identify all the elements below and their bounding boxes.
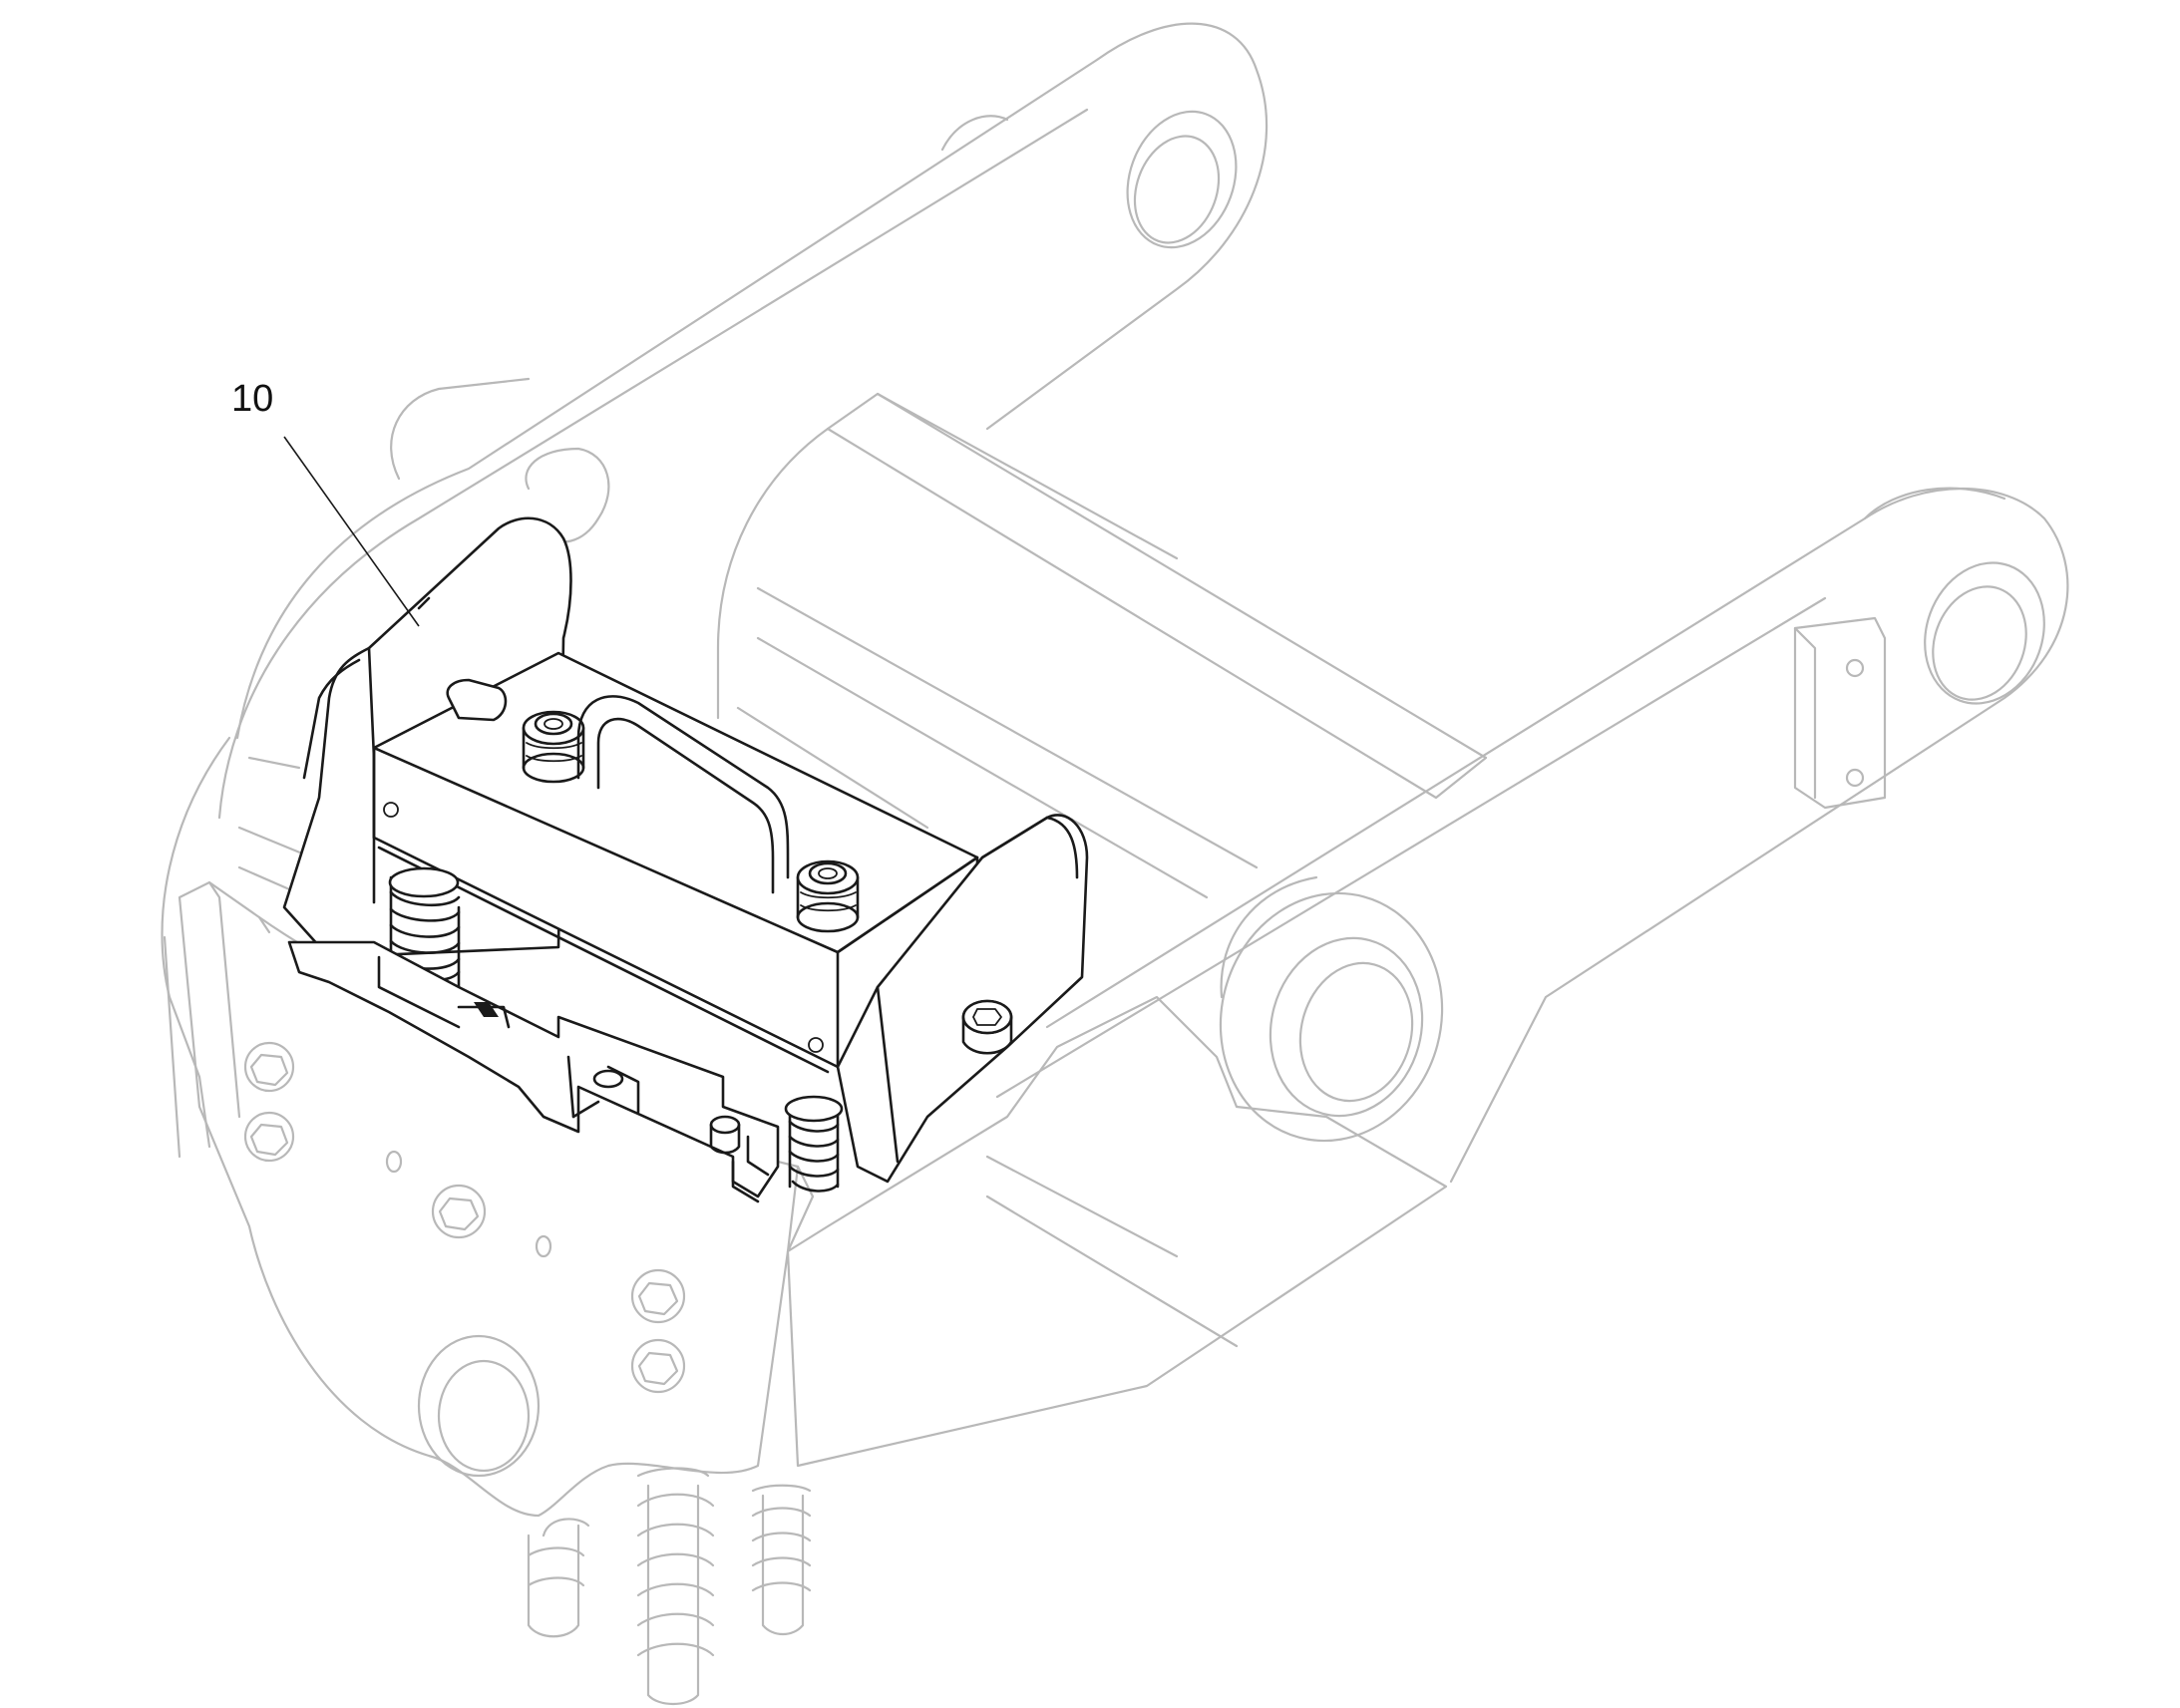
- lower-arm: [1045, 488, 2069, 1184]
- fitting-left: [522, 710, 585, 784]
- locking-assembly: [282, 516, 1089, 1203]
- leader-line: [283, 436, 420, 627]
- left-spring: [388, 866, 461, 989]
- lower-springs: [527, 1467, 812, 1706]
- front-plate-boss: [417, 1334, 541, 1478]
- lower-arm-pin-hole: [1924, 561, 2045, 705]
- upper-arm: [235, 22, 1269, 740]
- fitting-right: [796, 859, 860, 933]
- upper-arm-pin-hole: [1126, 110, 1238, 249]
- side-plate: [1793, 616, 1887, 810]
- cross-beam: [826, 392, 1488, 800]
- callout-10: 10: [231, 378, 420, 627]
- coupler-frame: [161, 22, 2069, 1706]
- middle-pivot-boss: [1219, 891, 1444, 1143]
- callout-label: 10: [231, 378, 273, 420]
- frame-left-wall: [161, 736, 231, 1149]
- right-spring: [784, 1095, 844, 1193]
- frame-front-right: [786, 995, 1448, 1468]
- front-plate-bolts: [243, 1041, 686, 1394]
- hydraulic-pipe: [576, 695, 790, 879]
- socket-bolt: [961, 999, 1013, 1055]
